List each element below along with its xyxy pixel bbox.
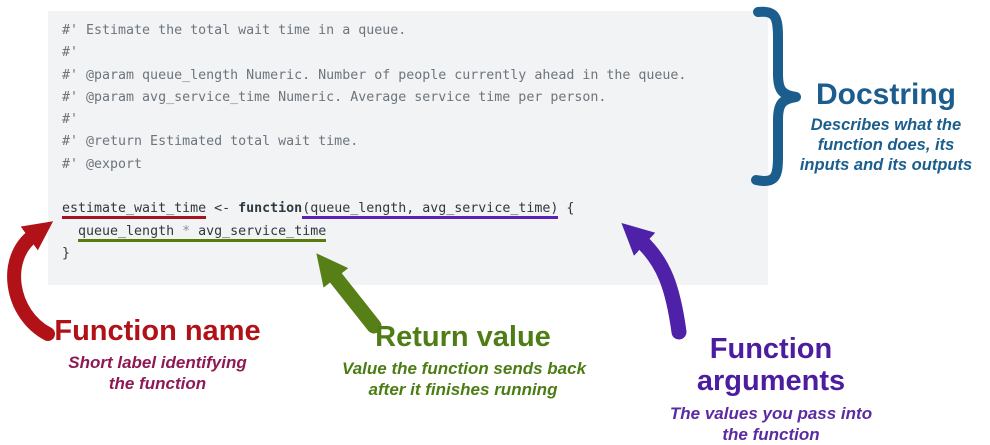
function-name-arrow <box>7 221 55 341</box>
blank-line <box>62 176 754 198</box>
comment-line: #' @param queue_length Numeric. Number o… <box>62 67 687 83</box>
function-name-description: Short label identifying the function <box>68 353 247 394</box>
assign-operator: <- <box>206 201 239 217</box>
function-name-label: Function name Short label identifying th… <box>50 315 265 394</box>
annotated-function-figure: #' Estimate the total wait time in a que… <box>7 6 988 444</box>
function-name-title: Function name <box>54 315 261 347</box>
function-name-token: estimate_wait_time <box>62 201 207 220</box>
comment-line: #' @export <box>62 156 143 172</box>
function-keyword: function <box>238 201 303 217</box>
return-expression-token: queue_length * avg_service_time <box>78 223 327 242</box>
return-value-title: Return value <box>375 321 551 353</box>
comment-line: #' <box>62 45 79 61</box>
comment-line: #' @param avg_service_time Numeric. Aver… <box>62 89 607 105</box>
function-body-line: queue_length * avg_service_time <box>62 221 754 243</box>
open-brace-token: { <box>558 201 575 217</box>
docstring-description: Describes what the function does, its in… <box>799 115 973 174</box>
function-arguments-token: (queue_length, avg_service_time) <box>302 201 559 220</box>
docstring-title: Docstring <box>815 78 956 111</box>
comment-line: #' Estimate the total wait time in a que… <box>62 23 407 38</box>
return-value-description: Value the function sends back after it f… <box>342 359 587 400</box>
function-arguments-title: Function arguments <box>696 333 846 398</box>
function-arguments-label: Function arguments The values you pass i… <box>642 333 900 445</box>
comment-line: #' <box>62 112 79 128</box>
return-value-label: Return value Value the function sends ba… <box>342 321 587 400</box>
docstring-label: Docstring Describes what the function do… <box>784 78 988 175</box>
indent <box>62 224 78 239</box>
function-signature-line: estimate_wait_time <- function(queue_len… <box>62 198 754 220</box>
comment-line: #' @return Estimated total wait time. <box>62 134 359 150</box>
multiply-operator: * <box>174 223 199 239</box>
closing-brace-line: } <box>62 245 71 261</box>
function-arguments-description: The values you pass into the function <box>669 403 873 444</box>
code-block: #' Estimate the total wait time in a que… <box>48 11 768 285</box>
